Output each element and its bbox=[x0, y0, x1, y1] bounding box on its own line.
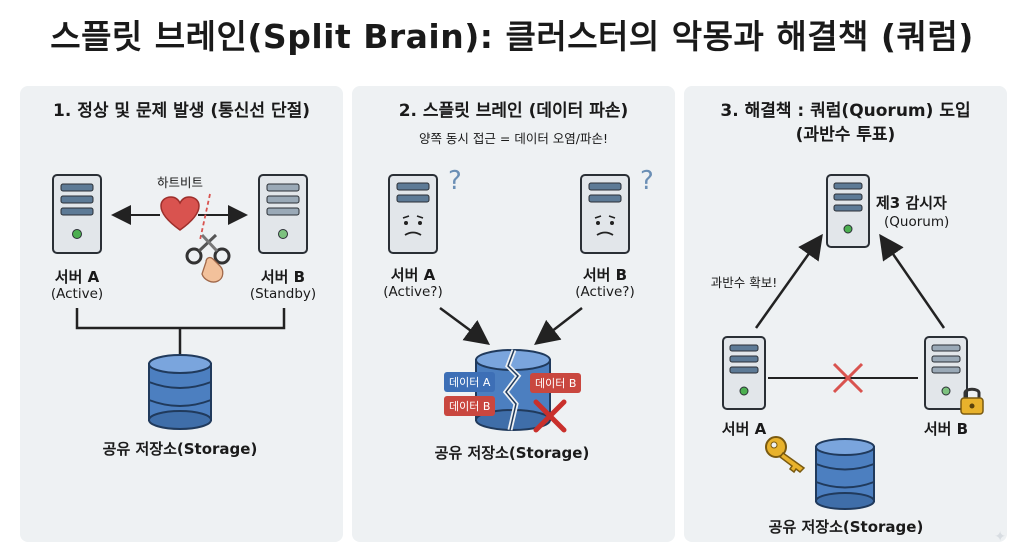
server-a-icon bbox=[52, 174, 102, 254]
question-mark-icon: ? bbox=[448, 166, 462, 196]
cut-line-icon bbox=[199, 193, 211, 241]
witness-name: 제3 감시자 bbox=[876, 194, 947, 212]
data-tag: 데이터 B bbox=[530, 373, 582, 393]
storage-label: 공유 저장소(Storage) bbox=[102, 440, 258, 458]
server-b-role: (Active?) bbox=[575, 284, 635, 300]
server-a-name: 서버 A bbox=[54, 268, 100, 286]
server-b-name: 서버 B bbox=[260, 268, 306, 286]
quorum-witness-icon bbox=[826, 174, 870, 248]
scissors-hand-icon bbox=[185, 233, 231, 283]
server-a-icon bbox=[722, 336, 766, 410]
lock-icon bbox=[960, 387, 984, 415]
server-b-name: 서버 B bbox=[923, 420, 969, 438]
server-a-name: 서버 A bbox=[390, 266, 436, 284]
panel-quorum-solution: 3. 해결책 : 쿼럼(Quorum) 도입 (과반수 투표) 제3 감시자 (… bbox=[684, 86, 1007, 542]
server-a-icon bbox=[388, 174, 438, 254]
storage-icon bbox=[815, 438, 875, 510]
panel-title: 3. 해결책 : 쿼럼(Quorum) 도입 bbox=[720, 101, 971, 121]
sparkle-watermark-icon: ✦ bbox=[994, 529, 1006, 545]
panel3-connectors bbox=[754, 233, 946, 394]
storage-label: 공유 저장소(Storage) bbox=[768, 518, 924, 536]
panel-title-line2: (과반수 투표) bbox=[795, 125, 896, 145]
panel-normal-failure: 1. 정상 및 문제 발생 (통신선 단절) 하트비트 bbox=[20, 86, 343, 542]
panel-subtitle: 양쪽 동시 접근 = 데이터 오염/파손! bbox=[418, 131, 609, 146]
data-tag: 데이터 A bbox=[444, 372, 496, 392]
panel-title: 1. 정상 및 문제 발생 (통신선 단절) bbox=[52, 101, 311, 121]
error-x-icon bbox=[533, 399, 567, 433]
server-b-name: 서버 B bbox=[582, 266, 628, 284]
key-icon bbox=[765, 436, 806, 474]
heart-icon bbox=[160, 196, 200, 231]
server-a-role: (Active?) bbox=[383, 284, 443, 300]
server-b-icon bbox=[580, 174, 630, 254]
data-tag: 데이터 B bbox=[444, 396, 496, 416]
majority-label: 과반수 확보! bbox=[710, 275, 778, 290]
storage-icon bbox=[148, 354, 212, 430]
page-title: 스플릿 브레인(Split Brain): 클러스터의 악몽과 해결책 (쿼럼) bbox=[50, 17, 974, 56]
question-mark-icon: ? bbox=[640, 166, 654, 196]
server-b-icon bbox=[924, 336, 968, 410]
server-a-role: (Active) bbox=[50, 286, 104, 302]
heartbeat-label: 하트비트 bbox=[156, 175, 203, 190]
storage-label: 공유 저장소(Storage) bbox=[434, 444, 590, 462]
server-b-role: (Standby) bbox=[249, 286, 317, 302]
panel1-connectors bbox=[75, 205, 286, 354]
panel2-arrows bbox=[439, 306, 583, 346]
panel-split-brain: 2. 스플릿 브레인 (데이터 파손) 양쪽 동시 접근 = 데이터 오염/파손… bbox=[352, 86, 675, 542]
witness-role: (Quorum) bbox=[884, 214, 950, 230]
panel-title: 2. 스플릿 브레인 (데이터 파손) bbox=[398, 101, 629, 121]
server-b-icon bbox=[258, 174, 308, 254]
server-a-name: 서버 A bbox=[721, 420, 767, 438]
